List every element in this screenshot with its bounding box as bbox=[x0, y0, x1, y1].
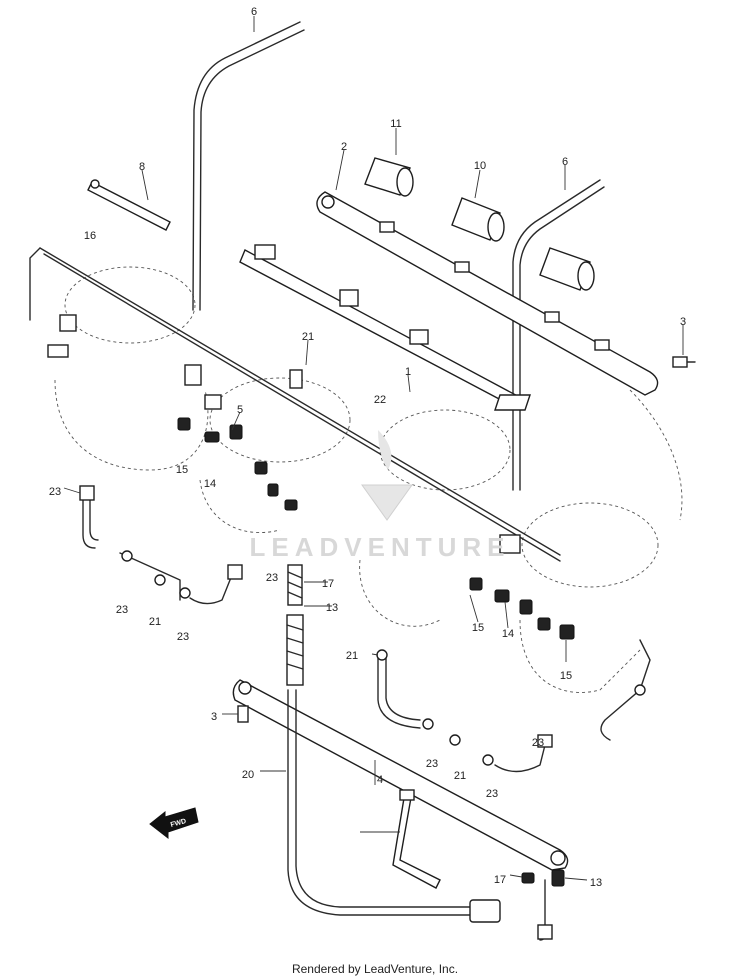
callout-21: 21 bbox=[454, 770, 466, 782]
callout-17: 17 bbox=[322, 578, 334, 590]
callout-13: 13 bbox=[590, 877, 602, 889]
fwd-label: FWD bbox=[170, 818, 187, 829]
callout-1: 1 bbox=[405, 366, 411, 378]
bolt-3-left bbox=[237, 705, 249, 723]
bolt-3-right bbox=[672, 356, 696, 368]
callout-21: 21 bbox=[346, 650, 358, 662]
callout-21: 21 bbox=[149, 616, 161, 628]
callout-15: 15 bbox=[560, 670, 572, 682]
callout-2: 2 bbox=[341, 141, 347, 153]
sleeve-12 bbox=[539, 247, 595, 291]
leader-lines bbox=[63, 16, 684, 881]
callout-13: 13 bbox=[326, 602, 338, 614]
callout-3: 3 bbox=[680, 316, 686, 328]
callout-17: 17 bbox=[494, 874, 506, 886]
fitting-cluster-left bbox=[47, 314, 303, 511]
fwd-arrow: FWD bbox=[149, 807, 199, 840]
sleeve-11 bbox=[364, 157, 414, 197]
callout-23: 23 bbox=[116, 604, 128, 616]
hoses-left-lower bbox=[79, 485, 243, 605]
watermark-text: LEADVENTURE bbox=[249, 532, 510, 562]
rod-8 bbox=[87, 179, 171, 231]
callout-4: 4 bbox=[377, 774, 383, 786]
exploded-parts-diagram: LEADVENTURE FWD 611210681632122151514232… bbox=[29, 6, 696, 941]
callout-23: 23 bbox=[177, 631, 189, 643]
callout-20: 20 bbox=[242, 769, 254, 781]
vent-line-long bbox=[29, 247, 561, 562]
fitting-cluster-right bbox=[469, 534, 575, 640]
callout-23: 23 bbox=[266, 572, 278, 584]
callout-11: 11 bbox=[390, 118, 401, 130]
fitting-cluster-bottom-right bbox=[521, 869, 565, 941]
watermark: LEADVENTURE bbox=[249, 430, 510, 562]
callout-23: 23 bbox=[532, 737, 544, 749]
callout-6: 6 bbox=[562, 156, 568, 168]
hose-20 bbox=[287, 689, 501, 923]
hose-6-right bbox=[512, 179, 605, 491]
callout-23: 23 bbox=[49, 486, 61, 498]
callout-8: 8 bbox=[139, 161, 145, 173]
callout-10: 10 bbox=[474, 160, 486, 172]
carburetor-outlines bbox=[54, 266, 683, 693]
sleeve-10 bbox=[451, 197, 505, 242]
callout-14: 14 bbox=[204, 478, 216, 490]
footer-credit: Rendered by LeadVenture, Inc. bbox=[291, 962, 459, 976]
callout-5: 5 bbox=[237, 404, 243, 416]
callout-15: 15 bbox=[176, 464, 188, 476]
fuel-rail-2 bbox=[316, 191, 659, 396]
center-hose-17-13 bbox=[286, 564, 304, 686]
fuel-rail-1 bbox=[239, 244, 531, 411]
bracket-4 bbox=[232, 679, 569, 871]
link-arm bbox=[392, 789, 441, 889]
callout-3: 3 bbox=[211, 711, 217, 723]
callout-21: 21 bbox=[302, 331, 314, 343]
hoses-right-lower bbox=[376, 639, 651, 773]
callout-22: 22 bbox=[374, 394, 386, 406]
callout-23: 23 bbox=[426, 758, 438, 770]
callout-6: 6 bbox=[251, 6, 257, 18]
callout-16: 16 bbox=[84, 230, 96, 242]
callout-23: 23 bbox=[486, 788, 498, 800]
hose-6-upper bbox=[192, 21, 305, 311]
callout-14: 14 bbox=[502, 628, 514, 640]
callout-15: 15 bbox=[472, 622, 484, 634]
